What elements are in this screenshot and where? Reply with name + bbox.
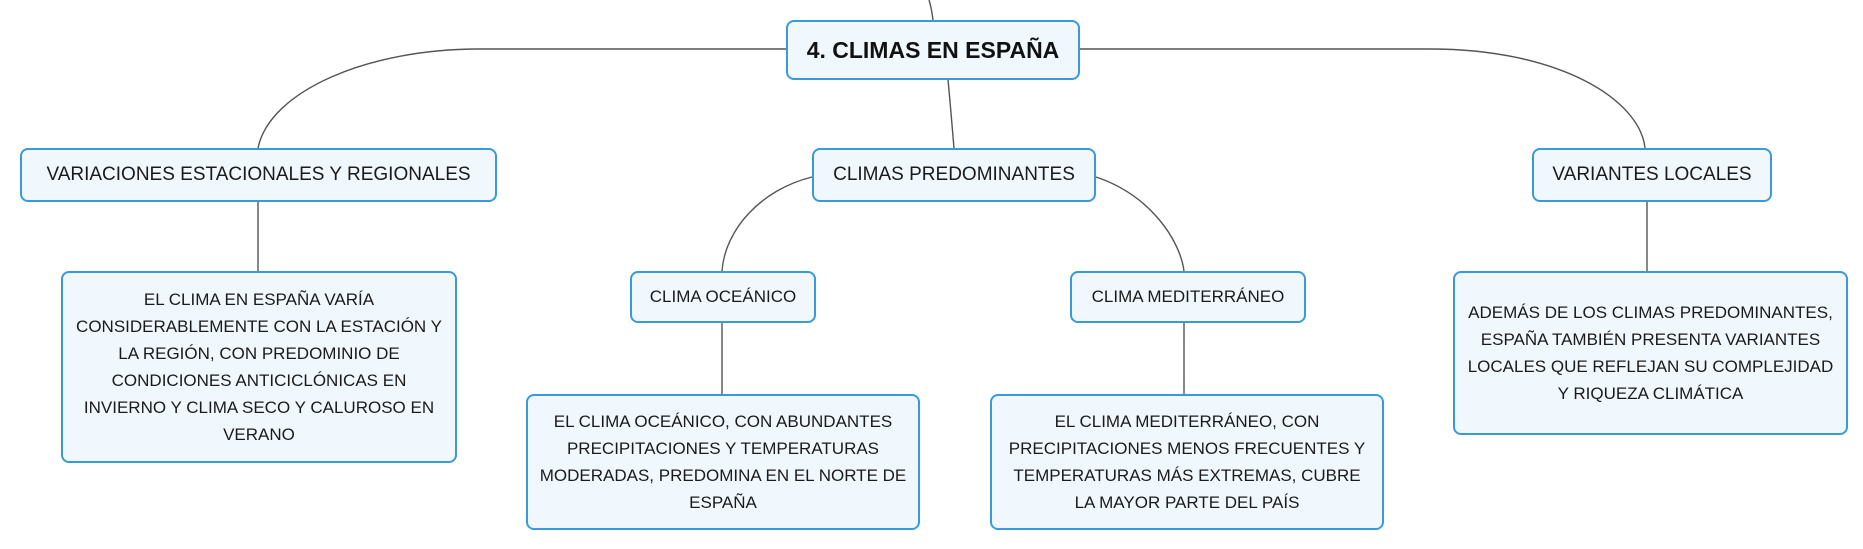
topic-variaciones-estacionales[interactable]: VARIACIONES ESTACIONALES Y REGIONALES — [20, 148, 497, 202]
connector-root-variantes-locales — [1080, 48, 1646, 149]
topic-label: VARIACIONES ESTACIONALES Y REGIONALES — [46, 164, 471, 185]
description-variaciones-estacionales[interactable]: EL CLIMA EN ESPAÑA VARÍA CONSIDERABLEMEN… — [61, 271, 457, 463]
subtopic-clima-mediterraneo[interactable]: CLIMA MEDITERRÁNEO — [1070, 271, 1306, 323]
topic-label: CLIMAS PREDOMINANTES — [833, 164, 1075, 185]
central-topic-title: 4. CLIMAS EN ESPAÑA — [806, 36, 1060, 63]
connector-to-parent — [928, 0, 934, 21]
topic-variantes-locales[interactable]: VARIANTES LOCALES — [1532, 148, 1772, 202]
connector-root-variaciones — [257, 48, 786, 149]
topic-label: VARIANTES LOCALES — [1552, 164, 1752, 185]
description-text: EL CLIMA MEDITERRÁNEO, CON PRECIPITACION… — [1008, 412, 1366, 512]
connector-root-predominantes — [947, 79, 955, 149]
connector-predominantes-oceanico — [721, 176, 813, 272]
description-clima-mediterraneo[interactable]: EL CLIMA MEDITERRÁNEO, CON PRECIPITACION… — [990, 394, 1384, 530]
subtopic-clima-oceanico[interactable]: CLIMA OCEÁNICO — [630, 271, 816, 323]
description-variantes-locales[interactable]: ADEMÁS DE LOS CLIMAS PREDOMINANTES, ESPA… — [1453, 271, 1848, 435]
description-text: EL CLIMA OCEÁNICO, CON ABUNDANTES PRECIP… — [539, 412, 907, 512]
subtopic-label: CLIMA MEDITERRÁNEO — [1091, 287, 1285, 306]
subtopic-label: CLIMA OCEÁNICO — [649, 287, 797, 306]
description-clima-oceanico[interactable]: EL CLIMA OCEÁNICO, CON ABUNDANTES PRECIP… — [526, 394, 920, 530]
topic-climas-predominantes[interactable]: CLIMAS PREDOMINANTES — [812, 148, 1096, 202]
description-text: ADEMÁS DE LOS CLIMAS PREDOMINANTES, ESPA… — [1467, 303, 1834, 403]
central-topic[interactable]: 4. CLIMAS EN ESPAÑA — [786, 20, 1080, 80]
connector-predominantes-mediterraneo — [1095, 176, 1185, 272]
description-text: EL CLIMA EN ESPAÑA VARÍA CONSIDERABLEMEN… — [76, 290, 442, 444]
